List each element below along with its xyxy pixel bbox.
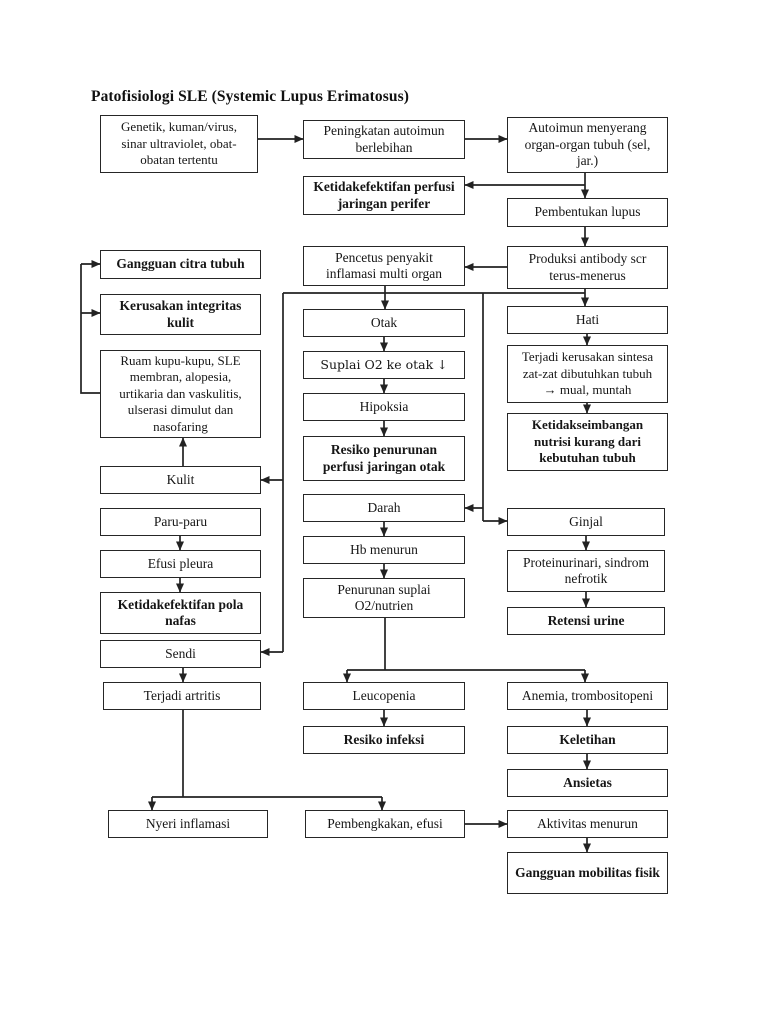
node-gangguan-mobilitas-fisik: Gangguan mobilitas fisik (507, 852, 668, 894)
node-gangguan-citra-tubuh: Gangguan citra tubuh (100, 250, 261, 279)
node-terjadi-kerusakan-sintesa: Terjadi kerusakan sintesa zat-zat dibutu… (507, 345, 668, 403)
node-ketidakefektifan-pola-nafas: Ketidakefektifan pola nafas (100, 592, 261, 634)
node-resiko-penurunan-perfusi-otak: Resiko penurunan perfusi jaringan otak (303, 436, 465, 481)
node-keletihan: Keletihan (507, 726, 668, 754)
page-title: Patofisiologi SLE (Systemic Lupus Erimat… (91, 88, 409, 105)
node-darah: Darah (303, 494, 465, 522)
node-hipoksia: Hipoksia (303, 393, 465, 421)
node-aktivitas-menurun: Aktivitas menurun (507, 810, 668, 838)
node-anemia-trombositopeni: Anemia, trombositopeni (507, 682, 668, 710)
node-ketidakefektifan-perfusi-perifer: Ketidakefektifan perfusi jaringan perife… (303, 176, 465, 215)
node-otak: Otak (303, 309, 465, 337)
node-penurunan-suplai: Penurunan suplai O2/nutrien (303, 578, 465, 618)
node-leucopenia: Leucopenia (303, 682, 465, 710)
node-hb-menurun: Hb menurun (303, 536, 465, 564)
node-pembentukan-lupus: Pembentukan lupus (507, 198, 668, 227)
node-kerusakan-integritas-kulit: Kerusakan integritas kulit (100, 294, 261, 335)
node-autoimun-menyerang: Autoimun menyerang organ-organ tubuh (se… (507, 117, 668, 173)
node-ketidakseimbangan-nutrisi: Ketidakseimbangan nutrisi kurang dari ke… (507, 413, 668, 471)
node-ruam-kupu-kupu: Ruam kupu-kupu, SLE membran, alopesia, u… (100, 350, 261, 438)
node-ansietas: Ansietas (507, 769, 668, 797)
node-pencetus-penyakit: Pencetus penyakit inflamasi multi organ (303, 246, 465, 286)
node-paru-paru: Paru-paru (100, 508, 261, 536)
node-retensi-urine: Retensi urine (507, 607, 665, 635)
node-sendi: Sendi (100, 640, 261, 668)
node-hati: Hati (507, 306, 668, 334)
node-ginjal: Ginjal (507, 508, 665, 536)
node-resiko-infeksi: Resiko infeksi (303, 726, 465, 754)
node-produksi-antibody: Produksi antibody scr terus-menerus (507, 246, 668, 289)
node-pembengkakan-efusi: Pembengkakan, efusi (305, 810, 465, 838)
node-proteinurinari: Proteinurinari, sindrom nefrotik (507, 550, 665, 592)
node-terjadi-artritis: Terjadi artritis (103, 682, 261, 710)
node-nyeri-inflamasi: Nyeri inflamasi (108, 810, 268, 838)
node-efusi-pleura: Efusi pleura (100, 550, 261, 578)
node-suplai-o2-ke-otak: Suplai O2 ke otak ↓ (303, 351, 465, 379)
node-kulit: Kulit (100, 466, 261, 494)
node-peningkatan-autoimun: Peningkatan autoimun berlebihan (303, 120, 465, 159)
node-genetik: Genetik, kuman/virus, sinar ultraviolet,… (100, 115, 258, 173)
